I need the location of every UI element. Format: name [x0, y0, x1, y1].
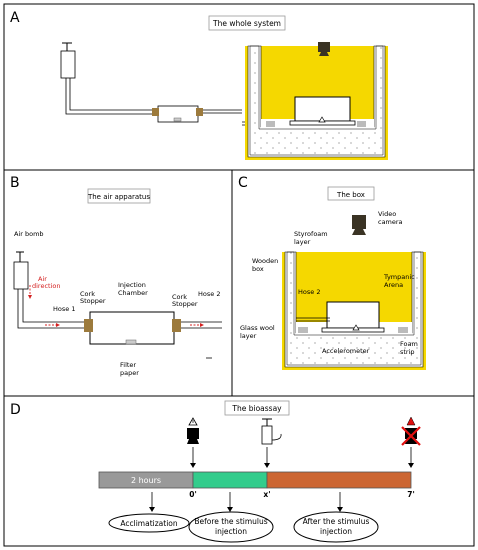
- phase-after-label-2: injection: [320, 527, 352, 536]
- air-bomb-syringe-icon: [13, 251, 29, 290]
- timeline-mark-x: x': [263, 490, 270, 499]
- cork-stopper-b-1: [84, 319, 93, 332]
- label-video-2: camera: [378, 218, 403, 226]
- hose-a-1: [65, 78, 158, 115]
- panel-a-title: The whole system: [212, 19, 281, 28]
- panel-c-title-box: [327, 186, 375, 201]
- panel-c-title: The box: [336, 191, 365, 199]
- hose-b-1b: [22, 289, 86, 323]
- injection-chamber-b: [89, 311, 175, 345]
- panel-a-title-box: [208, 15, 286, 31]
- timeline-mark-end: 7': [407, 490, 415, 499]
- foam-strip-c-2: [398, 327, 408, 333]
- label-cork-2a: Cork: [172, 293, 187, 301]
- panel-d-title-box: [224, 400, 290, 416]
- panel-d: D The bioassay: [10, 400, 421, 543]
- camera-off-icon: [401, 416, 421, 446]
- panel-a: A The whole system: [10, 10, 388, 160]
- tympanic-arena-a: [294, 96, 351, 122]
- label-video-1: Video: [378, 210, 396, 218]
- cork-stopper-b-2: [172, 319, 181, 332]
- syringe-icon: [60, 42, 76, 79]
- foam-strip-a-1: [266, 121, 275, 127]
- accelerometer-a: [318, 116, 326, 123]
- panel-a-letter: A: [10, 10, 20, 26]
- timeline-mark-start: 0': [189, 490, 197, 499]
- phase-before-label-2: injection: [215, 527, 247, 536]
- panel-d-letter: D: [10, 402, 21, 418]
- video-camera-icon: [352, 215, 366, 235]
- label-hose-2-c: Hose 2: [298, 288, 320, 296]
- label-styrofoam-2: layer: [294, 238, 311, 246]
- hose-b-1: [17, 289, 86, 329]
- label-air: Air: [38, 275, 47, 283]
- hose-a-1b: [69, 78, 158, 111]
- timeline-segment-before: [192, 471, 268, 489]
- hose-b-2: [181, 321, 222, 329]
- label-tympanic-2: Arena: [384, 281, 403, 289]
- panel-b: B The air apparatus Air bomb: [10, 175, 222, 377]
- phase-acclimatization: [108, 513, 190, 533]
- cork-a-2: [196, 108, 203, 116]
- timeline-top-arrows: [190, 447, 414, 468]
- label-air-bomb: Air bomb: [14, 230, 44, 238]
- foam-strip-a-2: [357, 121, 366, 127]
- label-styrofoam-1: Styrofoam: [294, 230, 328, 238]
- syringe-stimulus-icon: [261, 418, 282, 445]
- panel-c-letter: C: [238, 175, 248, 191]
- phase-before-label-1: Before the stimulus: [194, 517, 267, 526]
- panel-b-letter: B: [10, 175, 20, 191]
- phase-after-label-1: After the stimulus: [303, 517, 370, 526]
- timeline-bottom-arrows: [149, 492, 343, 512]
- camera-icon: [318, 42, 330, 56]
- label-glass-wool-2: layer: [240, 332, 257, 340]
- label-tympanic-1: Tympanic: [383, 273, 415, 281]
- panel-b-title: The air apparatus: [87, 193, 150, 201]
- filter-a: [173, 117, 182, 122]
- timeline-segment-after: [266, 471, 412, 489]
- phase-acclimatization-label: Acclimatization: [120, 519, 177, 528]
- label-injection-2: Chamber: [118, 289, 148, 297]
- phase-before: [188, 511, 274, 543]
- label-accelerometer: Accelerometer: [322, 347, 370, 355]
- label-hose-2-b: Hose 2: [198, 290, 220, 298]
- label-wooden-1: Wooden: [252, 257, 278, 265]
- label-foam-1: Foam: [400, 340, 418, 348]
- label-filter-1: Filter: [120, 361, 136, 369]
- label-filter-2: paper: [120, 369, 139, 377]
- panel-b-title-box: [87, 188, 151, 204]
- timeline-segment-1-label: 2 hours: [131, 476, 161, 485]
- label-glass-wool-1: Glass wool: [240, 324, 275, 332]
- phase-after: [293, 511, 379, 543]
- accelerometer-c: [352, 324, 360, 331]
- panel-d-frame: [3, 395, 475, 547]
- air-direction-arrows: [28, 285, 204, 327]
- label-injection-1: Injection: [118, 281, 146, 289]
- label-cork-2b: Stopper: [172, 300, 198, 308]
- label-wooden-2: box: [252, 265, 264, 273]
- label-foam-2: strip: [400, 348, 415, 356]
- label-direction: direction: [32, 282, 61, 290]
- label-cork-1a: Cork: [80, 290, 95, 298]
- hose-a-2: [203, 109, 242, 114]
- label-cork-1b: Stopper: [80, 297, 106, 305]
- foam-strip-c-1: [298, 327, 308, 333]
- label-hose-1: Hose 1: [53, 305, 75, 313]
- panel-c: C The box Video camera Styrofoam layer W…: [238, 175, 426, 370]
- hose-c-2: [296, 317, 330, 322]
- panel-d-title: The bioassay: [231, 404, 282, 413]
- tympanic-arena-c: [326, 301, 380, 329]
- camera-start-icon: [187, 417, 199, 444]
- cork-a-1: [152, 108, 159, 116]
- filter-paper-b: [125, 339, 137, 345]
